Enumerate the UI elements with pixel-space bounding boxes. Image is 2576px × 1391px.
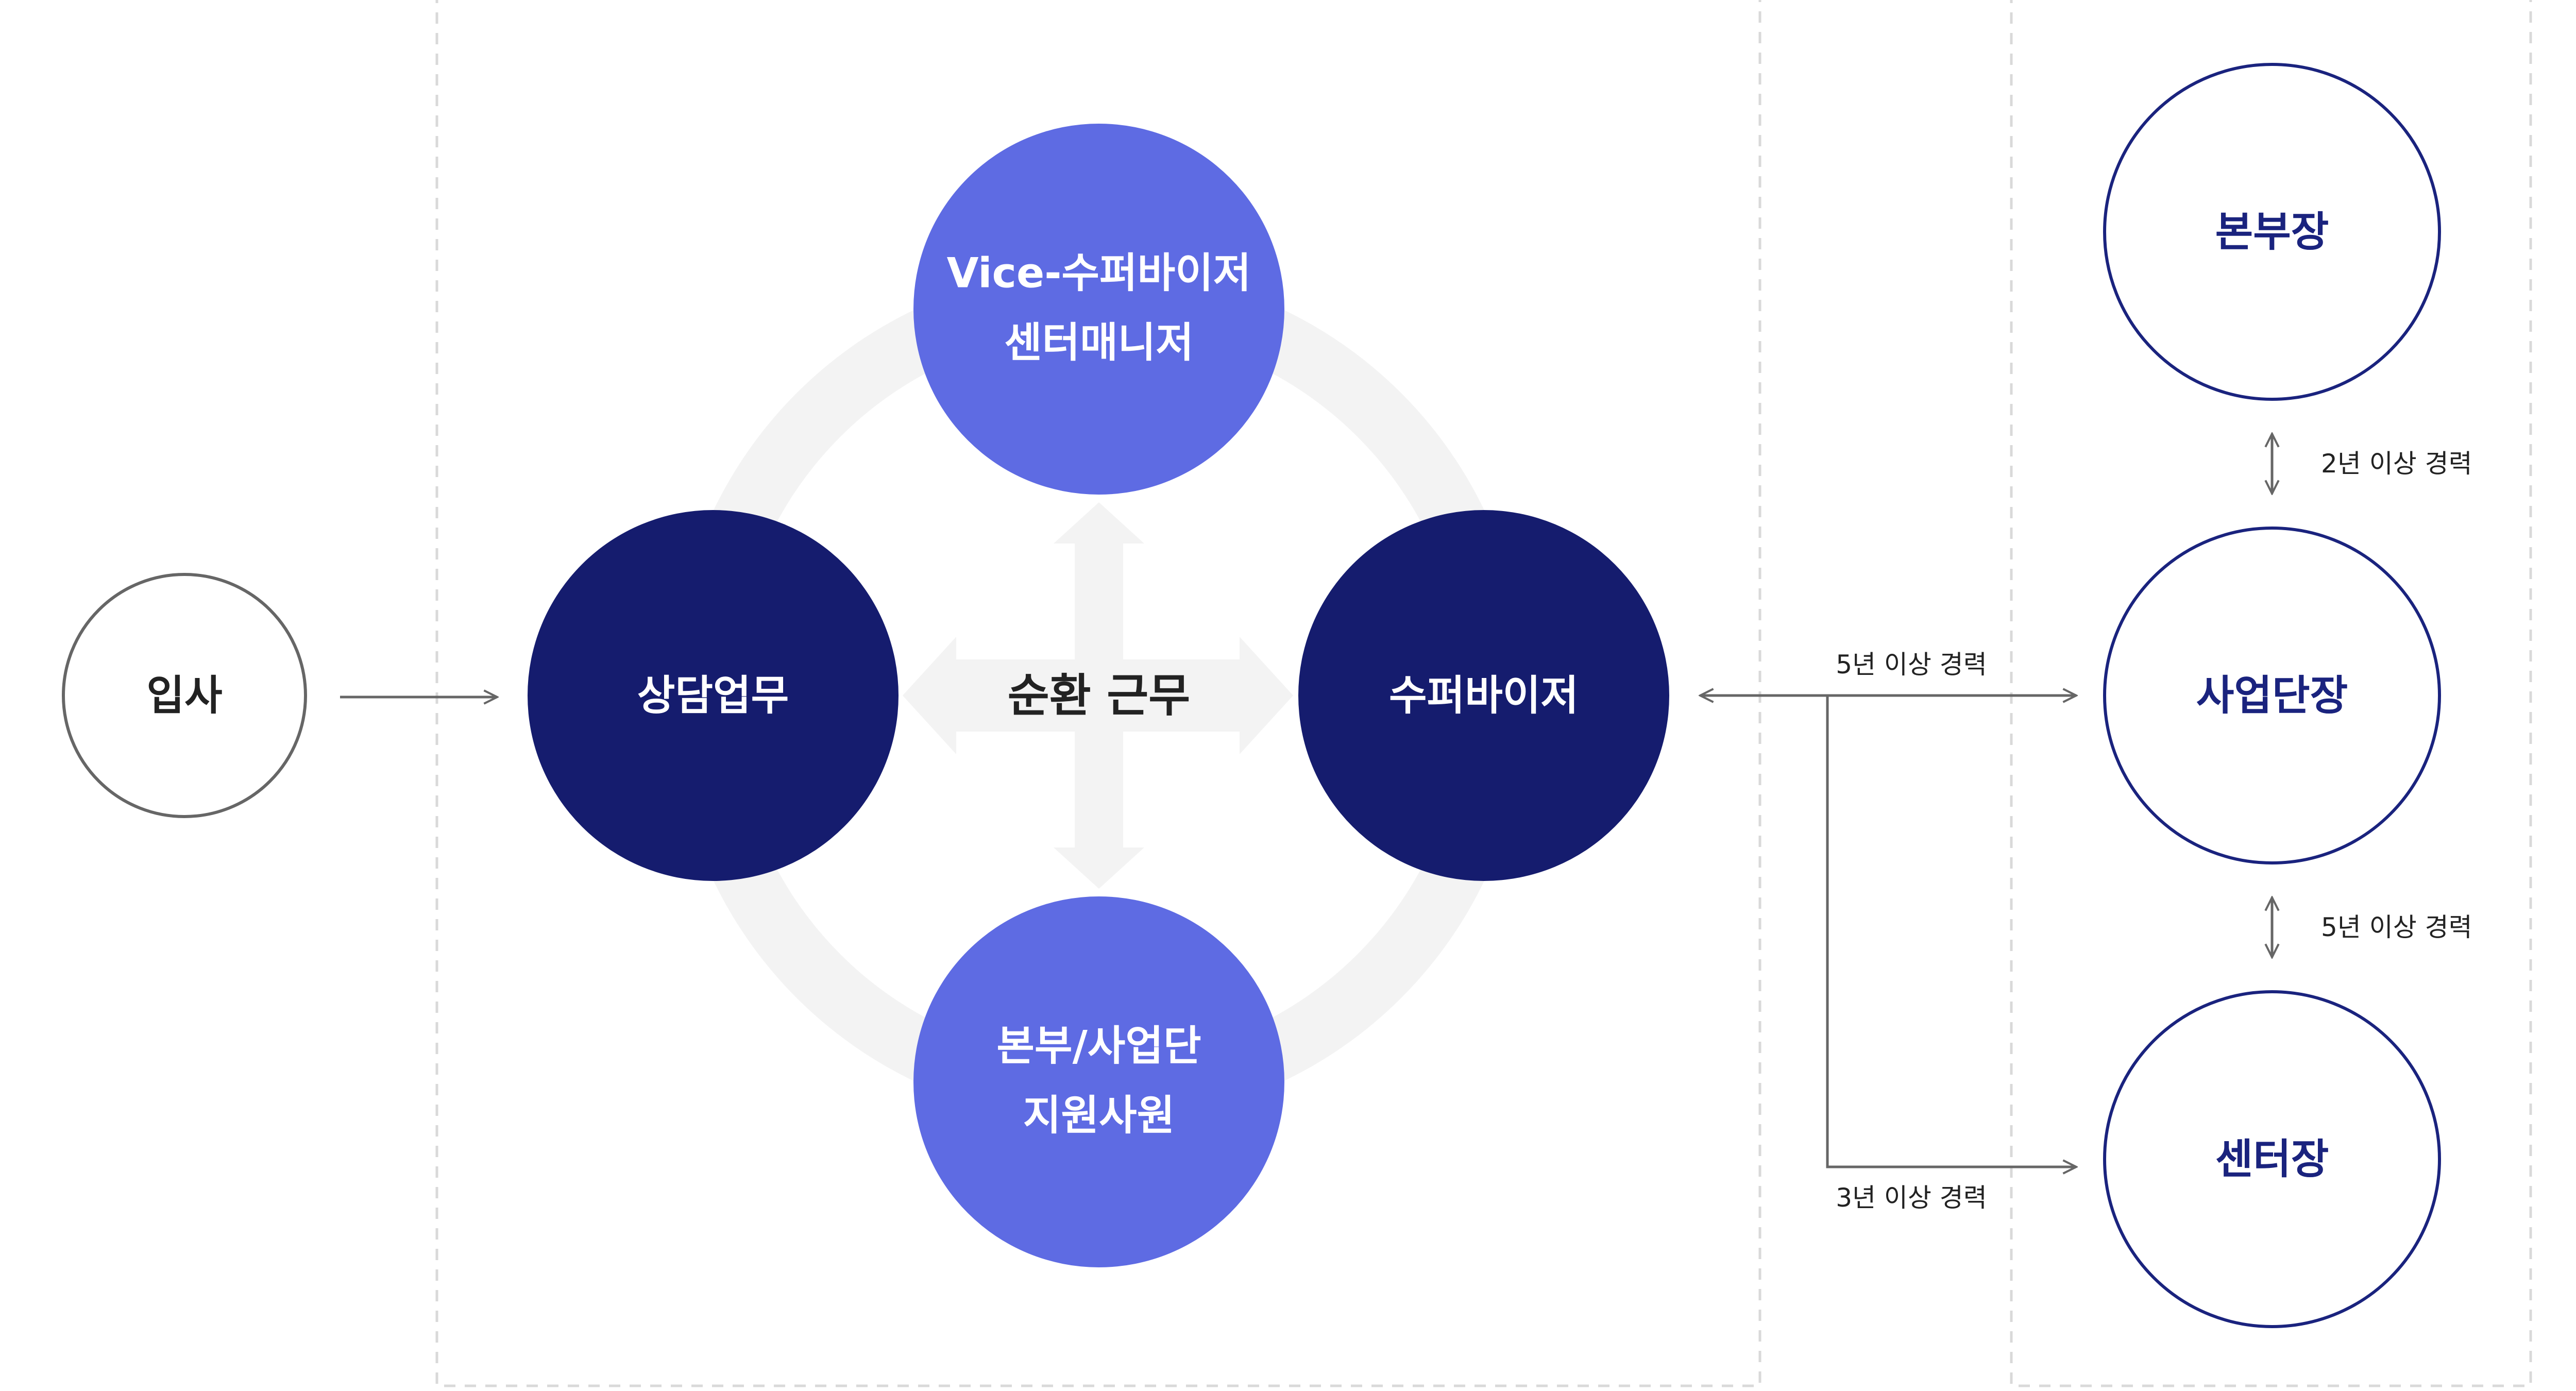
promotion-panel: [2010, 0, 2532, 1387]
vice-supervisor-label-line1: Vice-수퍼바이저: [947, 249, 1251, 297]
experience-supervisor-unit-label: 5년 이상 경력: [1836, 650, 1987, 680]
business-unit-head-node: 사업단장: [2103, 527, 2441, 864]
supervisor-label: 수퍼바이저: [1389, 672, 1579, 720]
experience-supervisor-center-label: 3년 이상 경력: [1836, 1183, 1987, 1213]
headquarters-head-node: 본부장: [2103, 63, 2441, 401]
experience-center-unit-label: 5년 이상 경력: [2321, 912, 2472, 942]
business-unit-head-label: 사업단장: [2196, 672, 2348, 720]
vice-supervisor-label-line2: 센터매니저: [1004, 319, 1194, 367]
hq-support-node: 본부/사업단 지원사원: [913, 896, 1284, 1267]
counseling-node: 상담업무: [528, 510, 899, 881]
supervisor-center-connector: [1826, 696, 2076, 1167]
rotation-cross-arrow: [903, 502, 1293, 889]
center-head-node: 센터장: [2103, 990, 2441, 1328]
supervisor-node: 수퍼바이저: [1298, 510, 1669, 881]
hq-support-label-line1: 본부/사업단: [996, 1022, 1201, 1070]
rotation-center-label: 순환 근무: [1008, 669, 1190, 722]
hq-support-label-line2: 지원사원: [1023, 1092, 1175, 1140]
vice-supervisor-node: Vice-수퍼바이저 센터매니저: [913, 124, 1284, 495]
experience-hq-label: 2년 이상 경력: [2321, 449, 2472, 479]
center-head-label: 센터장: [2215, 1135, 2329, 1183]
counseling-label: 상담업무: [637, 672, 789, 720]
entry-node: 입사: [62, 573, 307, 818]
entry-label: 입사: [146, 672, 222, 720]
headquarters-head-label: 본부장: [2215, 208, 2329, 256]
